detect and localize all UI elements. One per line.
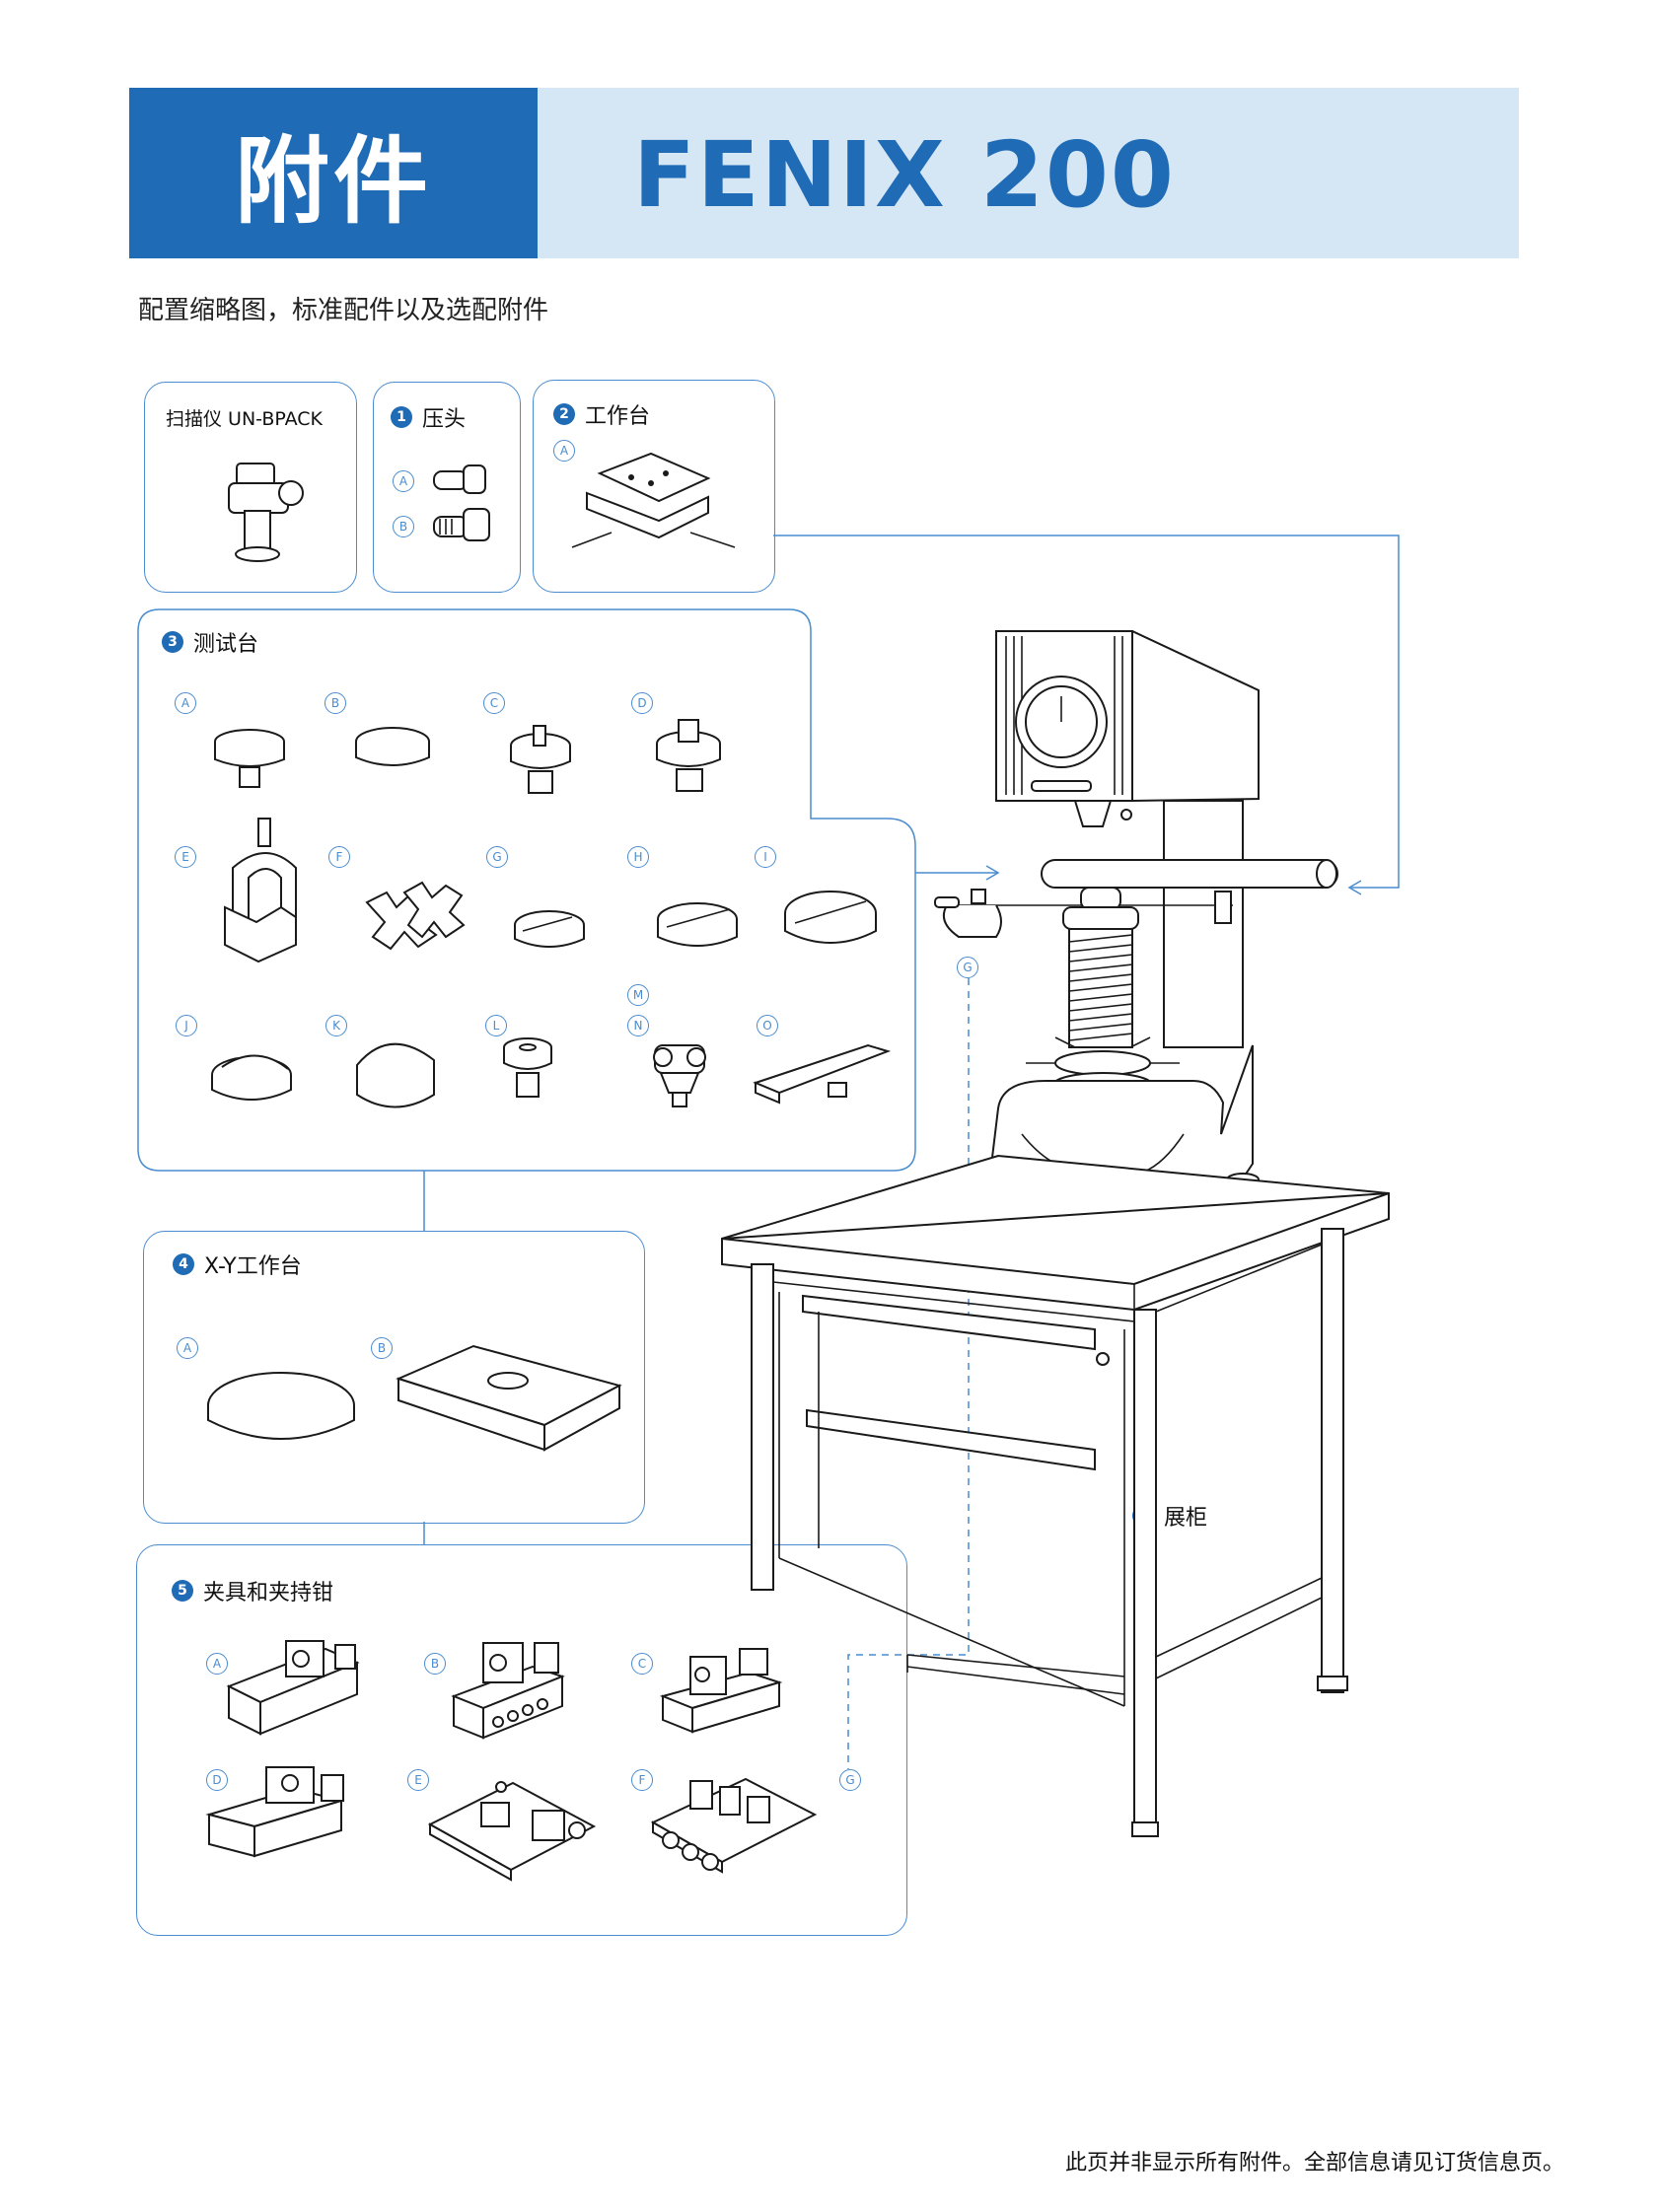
test-stage-drawings bbox=[211, 719, 892, 1108]
clamps-item-a-badge: A bbox=[206, 1653, 228, 1675]
test-stage-item-k-badge: K bbox=[325, 1015, 347, 1036]
worktable-panel bbox=[533, 380, 775, 593]
xy-table-number-badge: 4 bbox=[173, 1253, 194, 1275]
clamps-title: 5 夹具和夹持钳 bbox=[172, 1575, 333, 1606]
indenter-drawings bbox=[433, 464, 490, 541]
clamp-d bbox=[205, 1766, 345, 1858]
scanner-title-text: 扫描仪 UN-BPACK bbox=[166, 408, 324, 430]
test-stage-title: 3 测试台 bbox=[162, 626, 258, 658]
clamp-a bbox=[226, 1640, 360, 1736]
arrow-test-stage-head bbox=[985, 865, 1000, 881]
indenter-title-text: 压头 bbox=[422, 407, 467, 432]
test-stage-item-o-badge: O bbox=[757, 1015, 778, 1036]
indenter-item-a-badge: A bbox=[393, 470, 414, 492]
header-right-block bbox=[538, 88, 1519, 258]
cabinet-title-text: 展柜 bbox=[1164, 1506, 1208, 1531]
clamp-b bbox=[451, 1642, 565, 1740]
test-stage-item-m-badge: M bbox=[627, 984, 649, 1006]
worktable-number-badge: 2 bbox=[553, 403, 575, 425]
indenter-item-b-badge: B bbox=[393, 516, 414, 537]
test-stage-item-c-badge: C bbox=[483, 692, 505, 714]
clamps-title-text: 夹具和夹持钳 bbox=[203, 1581, 334, 1605]
test-stage-item-i-badge: I bbox=[755, 846, 776, 868]
xy-table-drawings bbox=[207, 1344, 622, 1452]
test-stage-item-a-badge: A bbox=[175, 692, 196, 714]
worktable-title-text: 工作台 bbox=[585, 404, 651, 429]
footnote: 此页并非显示所有附件。全部信息请见订货信息页。 bbox=[1065, 2151, 1565, 2176]
xy-table-title-text: X-Y工作台 bbox=[204, 1254, 302, 1279]
test-stage-item-e-badge: E bbox=[175, 846, 196, 868]
test-stage-item-j-badge: J bbox=[176, 1015, 197, 1036]
test-stage-item-f-badge: F bbox=[328, 846, 350, 868]
test-stage-panel bbox=[137, 608, 916, 1172]
clamp-f bbox=[650, 1777, 818, 1874]
xy-table-item-a-badge: A bbox=[177, 1337, 198, 1359]
clamps-item-b-badge: B bbox=[424, 1653, 446, 1675]
machine-callout-g-badge: G bbox=[957, 957, 978, 978]
page-subtitle: 配置缩略图，标准配件以及选配附件 bbox=[138, 296, 549, 325]
clamps-drawings bbox=[205, 1640, 818, 1882]
scanner-title: 扫描仪 UN-BPACK bbox=[166, 404, 323, 431]
header-left-block bbox=[129, 88, 538, 258]
dashed-callout-g bbox=[847, 978, 970, 1769]
page-title: 附件 bbox=[235, 126, 432, 237]
indenter-number-badge: 1 bbox=[391, 406, 412, 428]
connector-worktable-machine bbox=[773, 535, 1400, 889]
arrow-worktable-head bbox=[1347, 880, 1362, 895]
xy-table-title: 4 X-Y工作台 bbox=[173, 1249, 302, 1280]
clamps-item-c-badge: C bbox=[631, 1653, 653, 1675]
indenter-title: 1 压头 bbox=[391, 401, 466, 433]
scanner-drawing bbox=[228, 463, 304, 562]
clamps-item-f-badge: F bbox=[631, 1769, 653, 1791]
test-stage-item-g-badge: G bbox=[486, 846, 508, 868]
xy-table-panel bbox=[143, 1231, 645, 1524]
test-stage-item-h-badge: H bbox=[627, 846, 649, 868]
test-stage-item-b-badge: B bbox=[325, 692, 346, 714]
test-stage-item-n-badge: N bbox=[627, 1015, 649, 1036]
test-stage-number-badge: 3 bbox=[162, 631, 183, 653]
cabinet-drawing bbox=[721, 1154, 1390, 1837]
indenter-panel bbox=[373, 382, 521, 593]
worktable-drawing bbox=[571, 452, 736, 548]
clamp-c bbox=[659, 1648, 783, 1734]
test-stage-title-text: 测试台 bbox=[193, 632, 259, 657]
xy-table-item-b-badge: B bbox=[371, 1337, 393, 1359]
clamps-panel bbox=[136, 1544, 907, 1936]
clamps-number-badge: 5 bbox=[172, 1580, 193, 1602]
scanner-panel bbox=[144, 382, 357, 593]
worktable-item-a-badge: A bbox=[553, 440, 575, 462]
test-stage-item-l-badge: L bbox=[485, 1015, 507, 1036]
test-stage-item-d-badge: D bbox=[631, 692, 653, 714]
worktable-title: 2 工作台 bbox=[553, 398, 650, 430]
clamps-item-d-badge: D bbox=[206, 1769, 228, 1791]
product-title: FENIX 200 bbox=[633, 122, 1176, 228]
clamp-e bbox=[427, 1781, 597, 1882]
clamps-item-e-badge: E bbox=[407, 1769, 429, 1791]
clamps-item-g-badge: G bbox=[839, 1769, 861, 1791]
